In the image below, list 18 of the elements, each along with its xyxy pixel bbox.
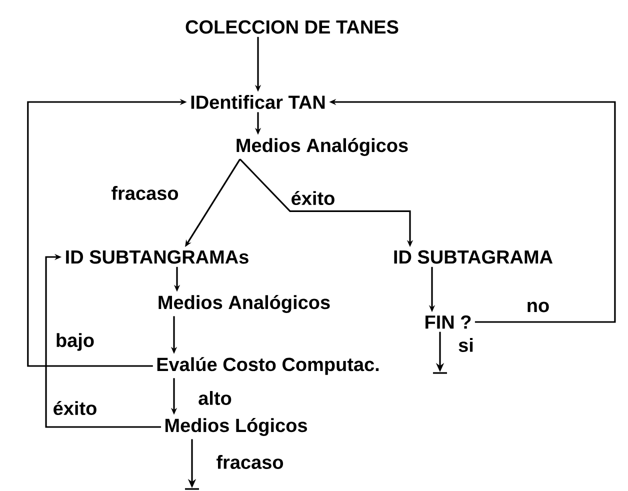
flow-step: Medios Analógicos [158, 295, 330, 313]
flow-step: IDentificar TAN [191, 95, 325, 109]
edge-label: bajo [54, 332, 96, 352]
edge-label: éxito [290, 190, 336, 206]
flow-step: Medios Analógicos [236, 138, 408, 156]
flow-step: Evalúe Costo Computac. [157, 357, 379, 375]
arrow [45, 254, 162, 428]
flow-step: Medios Lógicos [166, 418, 307, 436]
flow-step: ID SUBTANGRAMAs [66, 250, 248, 264]
edge-label: no [525, 300, 551, 314]
edge-label: fracaso [215, 454, 285, 470]
edge-label: alto [197, 390, 233, 406]
edge-label: éxito [52, 400, 98, 416]
flow-step: ID SUBTAGRAMA [394, 250, 553, 264]
flow-step: COLECCION DE TANES [186, 20, 398, 34]
edge-label: si [457, 337, 475, 353]
flow-step: FIN ? [426, 315, 471, 329]
edge-label: fracaso [110, 185, 180, 201]
